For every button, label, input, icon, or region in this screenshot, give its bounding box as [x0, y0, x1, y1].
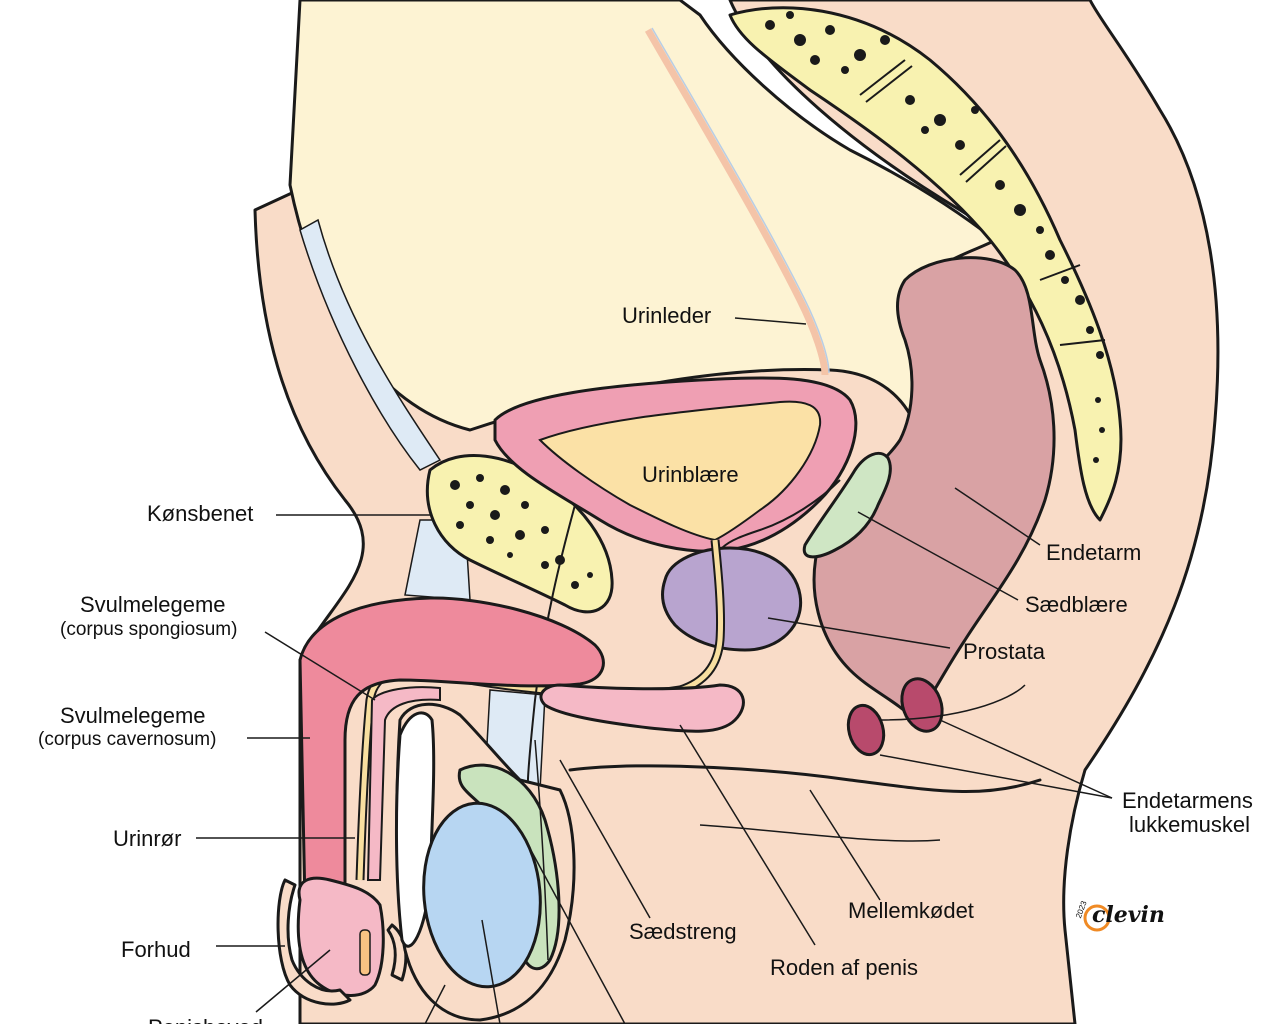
label-konsbenet: Kønsbenet	[147, 501, 253, 526]
label-prostata: Prostata	[963, 639, 1046, 664]
ureter	[644, 28, 829, 376]
bladder-lumen	[538, 400, 822, 542]
corpus-spongiosum-root	[539, 683, 745, 733]
corpus-cavernosum	[298, 596, 605, 915]
sphincter-lower	[846, 703, 886, 757]
label-lukkemuskel: lukkemuskel	[1129, 812, 1250, 837]
logo-name: clevin	[1092, 902, 1165, 928]
label-urinblaere: Urinblære	[642, 462, 739, 487]
label-mellemkodet: Mellemkødet	[848, 898, 974, 923]
ligament-upper	[299, 218, 442, 471]
corpus-spongiosum	[366, 686, 441, 881]
label-corpus-spongiosum: (corpus spongiosum)	[60, 619, 237, 640]
spermatic-cord-line	[534, 739, 549, 961]
ureter-edge	[651, 27, 830, 374]
ejaculatory-duct	[721, 479, 841, 549]
sacrum-lines	[859, 59, 1106, 346]
seminal-vesicle	[802, 451, 892, 559]
label-saedblaere: Sædblære	[1025, 592, 1128, 617]
testis	[422, 801, 542, 989]
leader-lines	[196, 317, 1113, 1024]
logo-ring	[1083, 904, 1111, 932]
urethra-duct-fill	[357, 539, 724, 881]
perineum-fold	[568, 764, 1042, 794]
label-urinror: Urinrør	[113, 826, 181, 851]
label-svulmelegeme-spongiosum: Svulmelegeme	[80, 592, 226, 617]
label-urinleder: Urinleder	[622, 303, 711, 328]
anal-canal-line	[879, 684, 1026, 721]
sacrum	[728, 6, 1123, 522]
label-svulmelegeme-cavernosum: Svulmelegeme	[60, 703, 206, 728]
label-roden-af-penis: Roden af penis	[770, 955, 918, 980]
label-saedstreng: Sædstreng	[629, 919, 737, 944]
urethral-meatus	[359, 929, 371, 976]
label-penishoved: Penishoved	[148, 1015, 263, 1024]
foreskin	[276, 878, 352, 1006]
label-endetarm: Endetarm	[1046, 540, 1141, 565]
sphincter-upper	[900, 677, 944, 733]
sacrum-spots	[765, 11, 1105, 463]
clevin-logo: 2023 clevin	[1074, 899, 1165, 932]
label-endetarmens: Endetarmens	[1122, 788, 1253, 813]
label-forhud: Forhud	[121, 937, 191, 962]
label-corpus-cavernosum: (corpus cavernosum)	[38, 729, 216, 750]
pubic-bone-spots	[450, 474, 593, 589]
perineum-fold-2	[699, 824, 941, 842]
